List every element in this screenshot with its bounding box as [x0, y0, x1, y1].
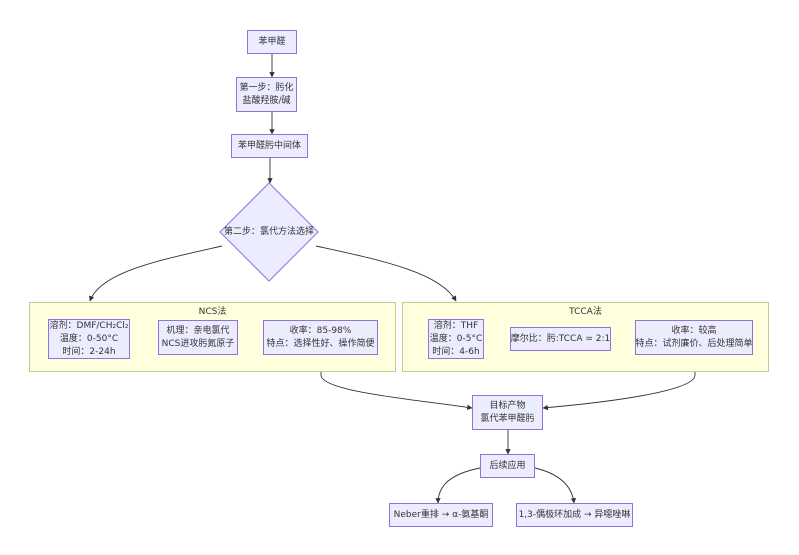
node-text-line: 特点：试剂廉价、后处理简单	[635, 338, 753, 349]
ncs-yield-node: 收率：85-98% 特点：选择性好、操作简便	[263, 320, 378, 355]
node-text-line: Neber重排 → α-氨基酮	[393, 509, 489, 520]
node-text-line: 1,3-偶极环加成 → 异噁唑啉	[518, 509, 631, 520]
node-text-line: 时间：4-6h	[432, 346, 480, 357]
node-text-line: 温度：0-50°C	[59, 333, 119, 344]
node-text-line: 溶剂：THF	[433, 320, 479, 331]
node-text-line: 收率：较高	[671, 325, 717, 336]
node-text-line: 第一步：肟化	[239, 82, 294, 93]
edge-step2-to-tcca	[315, 245, 457, 302]
node-text-line: 温度：0-5°C	[429, 333, 483, 344]
tcca-cluster-title: TCCA法	[569, 307, 602, 317]
target-product-node: 目标产物 氯代苯甲醛肟	[472, 395, 543, 430]
ncs-conditions-node: 溶剂：DMF/CH₂Cl₂ 温度：0-50°C 时间：2-24h	[48, 319, 130, 359]
node-text-line: 目标产物	[489, 400, 526, 411]
step2-decision-diamond	[219, 182, 319, 282]
neber-rearrangement-node: Neber重排 → α-氨基酮	[389, 503, 493, 527]
node-text-line: 溶剂：DMF/CH₂Cl₂	[49, 320, 129, 331]
dipolar-cycloaddition-node: 1,3-偶极环加成 → 异噁唑啉	[516, 503, 633, 527]
tcca-yield-node: 收率：较高 特点：试剂廉价、后处理简单	[635, 320, 753, 355]
tcca-molar-ratio-node: 摩尔比：肟:TCCA = 2:1	[510, 327, 611, 351]
node-text-line: 时间：2-24h	[62, 346, 116, 357]
node-text-line: 收率：85-98%	[289, 325, 352, 336]
edge-followup-to-cyclo	[534, 467, 577, 504]
node-text-line: 第二步：氯代方法选择	[223, 227, 314, 237]
edge-tcca-to-target	[542, 355, 696, 411]
node-text-line: 后续应用	[489, 460, 526, 471]
step1-oximation-node: 第一步：肟化 盐酸羟胺/碱	[236, 77, 297, 112]
node-text-line: 苯甲醛肟中间体	[237, 140, 301, 151]
edge-step2-to-ncs	[89, 245, 223, 302]
edge-ncs-to-target	[320, 355, 473, 410]
follow-up-application-node: 后续应用	[480, 454, 535, 478]
benzaldehyde-node: 苯甲醛	[247, 30, 297, 54]
node-text-line: 特点：选择性好、操作简便	[266, 338, 375, 349]
node-text-line: 盐酸羟胺/碱	[242, 95, 291, 106]
tcca-conditions-node: 溶剂：THF 温度：0-5°C 时间：4-6h	[428, 319, 484, 359]
node-text-line: NCS进攻肟氮原子	[161, 338, 235, 349]
step2-decision-label: 第二步：氯代方法选择	[222, 226, 316, 238]
oxime-intermediate-node: 苯甲醛肟中间体	[231, 134, 308, 158]
ncs-cluster-title: NCS法	[198, 307, 227, 317]
ncs-mechanism-node: 机理：亲电氯代 NCS进攻肟氮原子	[158, 320, 238, 355]
node-text-line: 苯甲醛	[258, 36, 286, 47]
node-text-line: 机理：亲电氯代	[166, 325, 230, 336]
edge-followup-to-neber	[435, 467, 481, 504]
node-text-line: 氯代苯甲醛肟	[480, 413, 535, 424]
node-text-line: 摩尔比：肟:TCCA = 2:1	[510, 333, 611, 344]
